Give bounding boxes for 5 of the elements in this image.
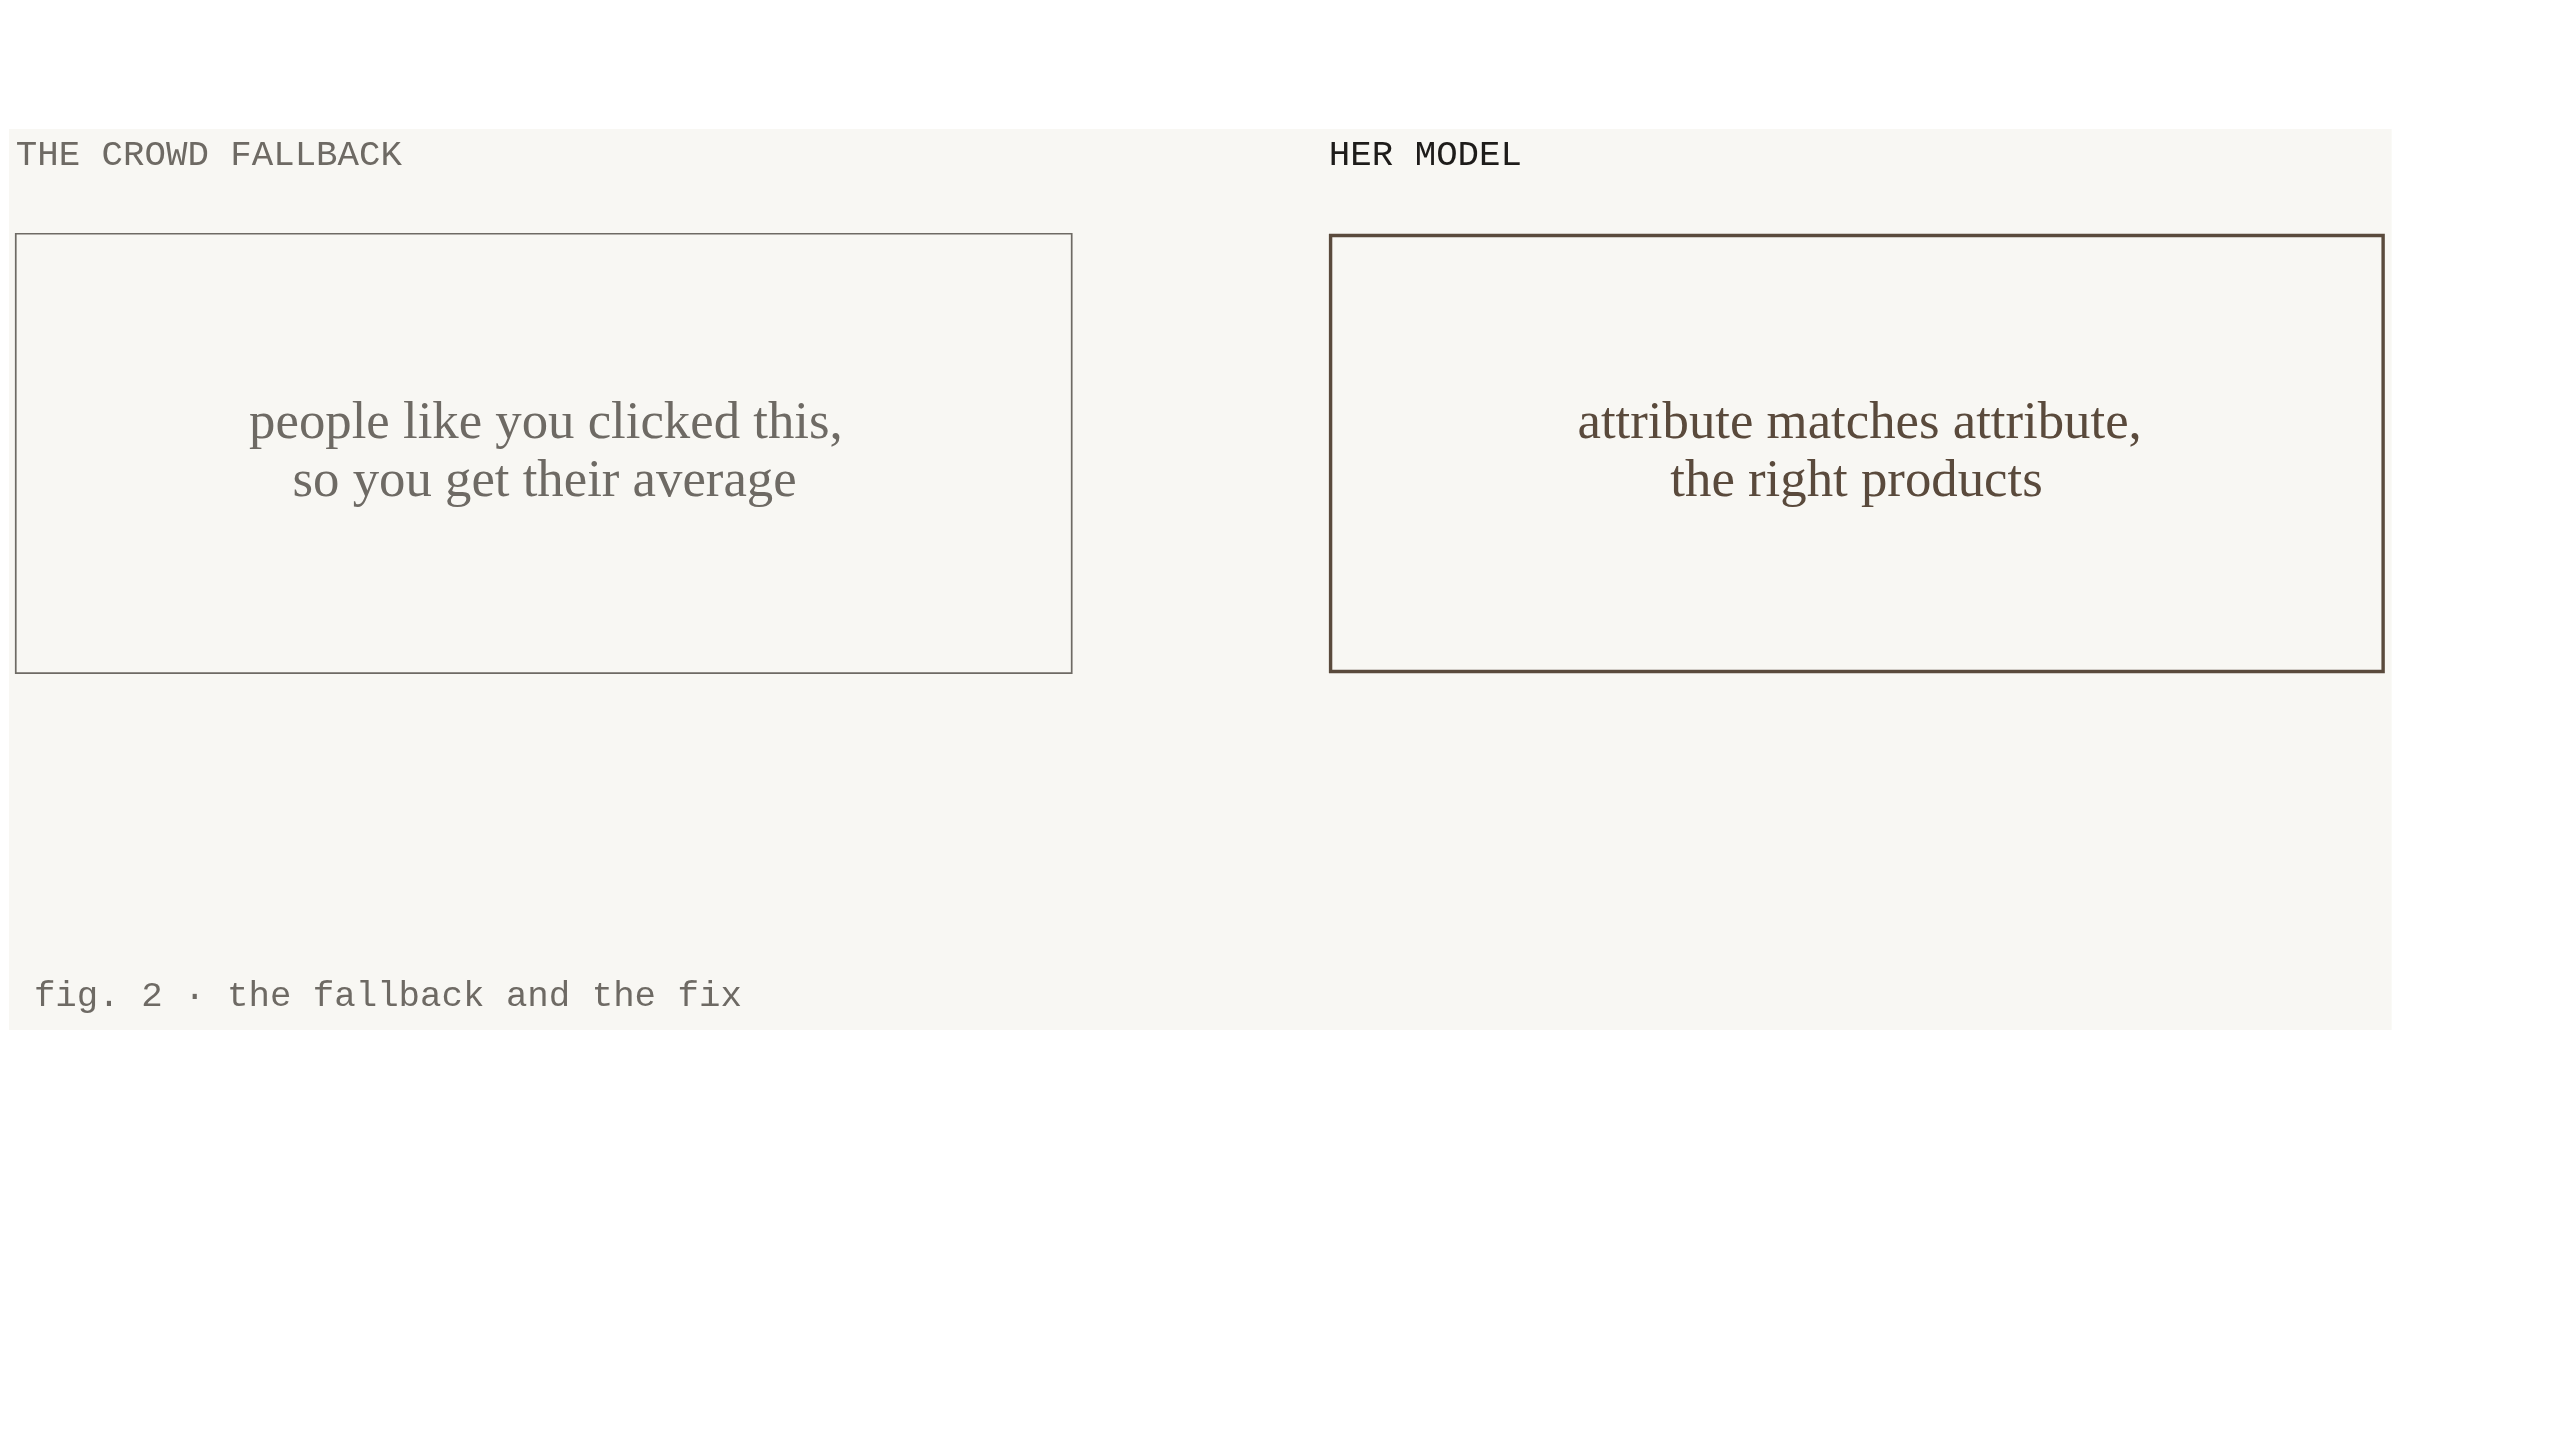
node-box: people like you clicked this, so you get their average bbox=[14, 232, 1073, 674]
node-label: HER MODEL bbox=[1328, 134, 1522, 176]
node-label: THE CROWD FALLBACK bbox=[15, 134, 402, 176]
node-box: attribute matches attribute, the right products bbox=[1328, 233, 2385, 673]
caption: fig. 2 · the fallback and the fix bbox=[33, 975, 742, 1017]
